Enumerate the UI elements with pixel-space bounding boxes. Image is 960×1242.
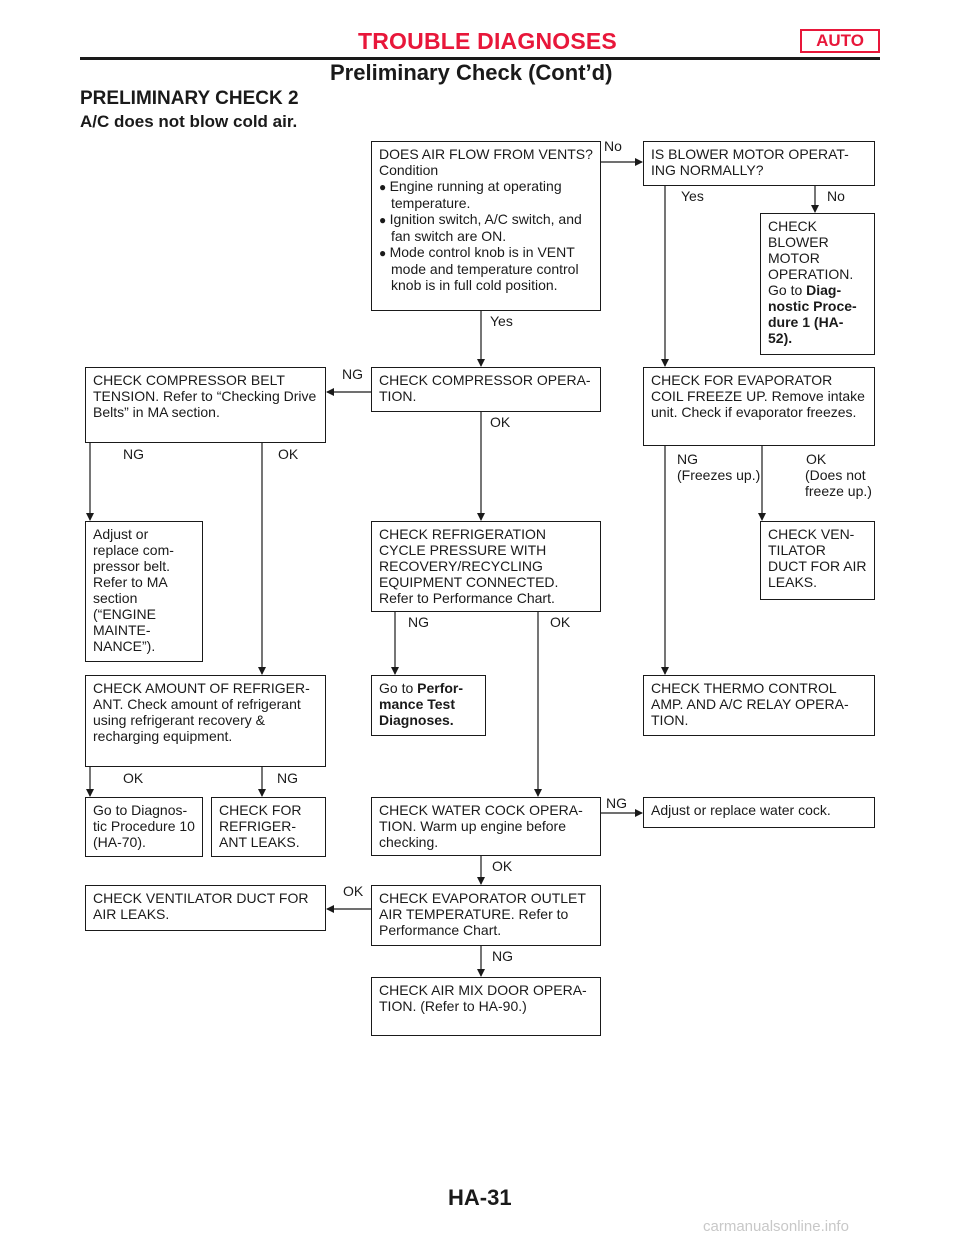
box-compressor-belt: CHECK COMPRESSOR BELT TENSION. Refer to … [85,367,326,443]
box-diagnostic-10: Go to Diagnos- tic Procedure 10 (HA-70). [85,797,203,857]
box-evaporator-freeze: CHECK FOR EVAPORATOR COIL FREEZE UP. Rem… [643,367,875,446]
section-title: PRELIMINARY CHECK 2 [80,88,299,109]
page-number: HA-31 [448,1185,512,1210]
box-ventilator-duct-left: CHECK VENTILATOR DUCT FOR AIR LEAKS. [85,885,326,931]
label-ng: NG [277,770,298,786]
watermark: carmanualsonline.info [703,1218,849,1235]
box-thermo-control: CHECK THERMO CONTROL AMP. AND A/C RELAY … [643,675,875,736]
label-ok: OK [123,770,144,786]
label-no: No [604,138,622,154]
label-ok: OK [492,858,513,874]
blower-check-link[interactable]: Diag- nostic Proce- dure 1 (HA-52). [768,282,857,346]
performance-test-link[interactable]: Perfor- mance Test Diagnoses. [379,680,464,728]
header-subtitle: Preliminary Check (Cont’d) [330,60,613,85]
box-water-cock: CHECK WATER COCK OPERA- TION. Warm up en… [371,797,601,856]
box-evaporator-outlet: CHECK EVAPORATOR OUTLET AIR TEMPERATURE.… [371,885,601,946]
bullet-icon: ● [379,246,390,260]
label-ok: OK [806,451,827,467]
box-airflow-check: DOES AIR FLOW FROM VENTS? Condition ● En… [371,141,601,311]
label-no: No [827,188,845,204]
header-rule [80,57,880,60]
box-air-mix-door: CHECK AIR MIX DOOR OPERA- TION. (Refer t… [371,977,601,1036]
label-ok: OK [343,883,364,899]
label-ng: NG [492,948,513,964]
label-ng: NG [123,446,144,462]
airflow-bullet-3: ● Mode control knob is in VENT mode and … [379,244,579,293]
box-ventilator-duct-right: CHECK VEN- TILATOR DUCT FOR AIR LEAKS. [760,521,875,600]
label-ng: NG [606,795,627,811]
label-ng: NG [408,614,429,630]
airflow-bullet-2: ● Ignition switch, A/C switch, and fan s… [379,211,582,244]
bullet-icon: ● [379,180,390,194]
label-ok: OK [550,614,571,630]
bullet-icon: ● [379,213,390,227]
box-performance-test: Go to Perfor- mance Test Diagnoses. [371,675,486,736]
label-ok: OK [278,446,299,462]
airflow-title: DOES AIR FLOW FROM VENTS? [379,146,593,162]
section-subtitle: A/C does not blow cold air. [80,112,298,131]
label-yes: Yes [490,313,513,329]
box-refrigerant-amount: CHECK AMOUNT OF REFRIGER- ANT. Check amo… [85,675,326,767]
header-badge: AUTO [800,29,880,53]
airflow-condition-label: Condition [379,162,439,178]
box-blower-motor: IS BLOWER MOTOR OPERAT- ING NORMALLY? [643,141,875,186]
box-blower-check: CHECK BLOWER MOTOR OPERATION. Go to Diag… [760,213,875,355]
label-freezes: (Freezes up.) [677,467,761,483]
airflow-bullet-1: ● Engine running at operating temperatur… [379,178,562,211]
box-adjust-belt: Adjust or replace com- pressor belt. Ref… [85,521,203,662]
box-refrigerant-leaks: CHECK FOR REFRIGER- ANT LEAKS. [211,797,326,857]
header-title: TROUBLE DIAGNOSES [358,28,617,54]
box-adjust-water-cock: Adjust or replace water cock. [643,797,875,828]
label-yes: Yes [681,188,704,204]
box-refrigeration-pressure: CHECK REFRIGERATION CYCLE PRESSURE WITH … [371,521,601,612]
label-ng: NG [342,366,363,382]
label-ok: OK [490,414,511,430]
box-compressor-operation: CHECK COMPRESSOR OPERA- TION. [371,367,601,412]
label-not-freeze: (Does not freeze up.) [805,467,872,499]
label-ng: NG [677,451,698,467]
